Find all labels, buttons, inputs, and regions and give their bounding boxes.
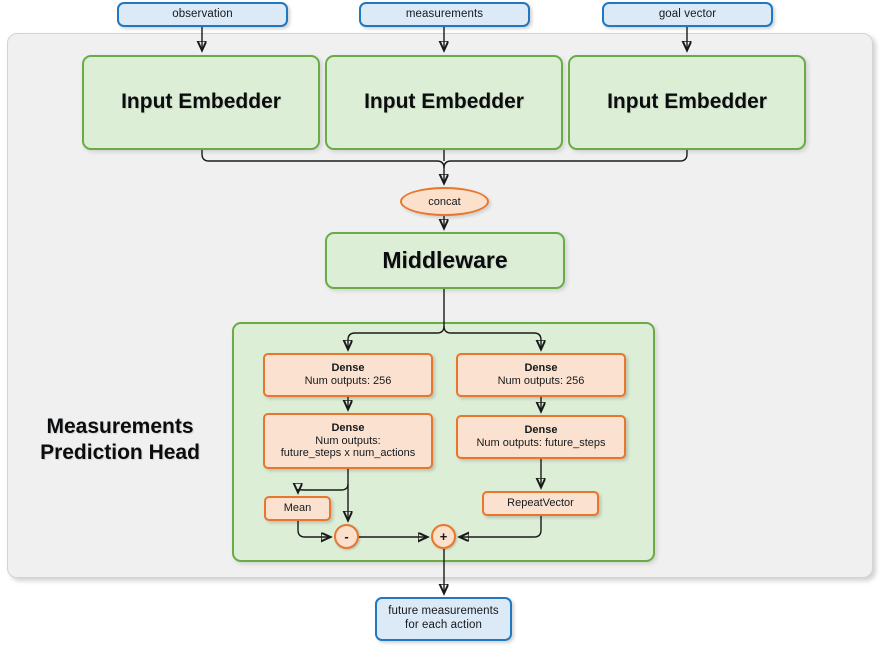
repeat-vector-label: RepeatVector xyxy=(507,497,574,510)
right-dense-256-line2: Num outputs: 256 xyxy=(497,375,585,387)
output-chip-line2: for each action xyxy=(405,619,482,631)
concat-node[interactable]: concat xyxy=(400,187,489,216)
input-embedder-1-label: Input Embedder xyxy=(121,90,281,114)
right-dense-future-steps[interactable]: Dense Num outputs: future_steps xyxy=(456,415,626,459)
add-operator-label: + xyxy=(439,529,448,544)
input-embedder-2-label: Input Embedder xyxy=(364,90,524,114)
head-title-line1: Measurements xyxy=(46,415,194,438)
right-dense2-line2: Num outputs: future_steps xyxy=(476,437,606,449)
input-chip-goal-vector[interactable]: goal vector xyxy=(602,2,773,27)
subtract-operator-label: - xyxy=(344,529,349,544)
concat-label: concat xyxy=(428,195,461,208)
input-embedder-2[interactable]: Input Embedder xyxy=(325,55,563,150)
middleware-label: Middleware xyxy=(382,246,508,273)
subtract-operator[interactable]: - xyxy=(334,524,359,549)
left-dense2-line2: Num outputs: xyxy=(315,434,381,447)
right-dense-256[interactable]: Dense Num outputs: 256 xyxy=(456,353,626,397)
left-dense-256-line1: Dense xyxy=(331,362,365,375)
input-chip-measurements[interactable]: measurements xyxy=(359,2,530,27)
output-chip-line1: future measurements xyxy=(388,605,499,618)
repeat-vector-node[interactable]: RepeatVector xyxy=(482,491,599,516)
input-chip-observation-label: observation xyxy=(172,7,233,20)
mean-node[interactable]: Mean xyxy=(264,496,331,521)
left-dense-256-line2: Num outputs: 256 xyxy=(304,375,392,387)
right-dense-256-line1: Dense xyxy=(524,362,558,375)
measurements-prediction-head-title: Measurements Prediction Head xyxy=(20,414,220,467)
input-chip-measurements-label: measurements xyxy=(405,7,484,20)
left-dense2-line3: future_steps x num_actions xyxy=(280,447,416,460)
add-operator[interactable]: + xyxy=(431,524,456,549)
input-embedder-3-label: Input Embedder xyxy=(607,90,767,114)
input-chip-observation[interactable]: observation xyxy=(117,2,288,27)
left-dense-256[interactable]: Dense Num outputs: 256 xyxy=(263,353,433,397)
left-dense-future-steps-actions[interactable]: Dense Num outputs: future_steps x num_ac… xyxy=(263,413,433,469)
input-embedder-1[interactable]: Input Embedder xyxy=(82,55,320,150)
mean-label: Mean xyxy=(283,502,312,515)
middleware-node[interactable]: Middleware xyxy=(325,232,565,289)
input-chip-goal-vector-label: goal vector xyxy=(658,7,717,20)
output-chip-future-measurements[interactable]: future measurements for each action xyxy=(375,597,512,641)
right-dense2-line1: Dense xyxy=(524,424,558,437)
left-dense2-line1: Dense xyxy=(331,421,365,434)
head-title-line2: Prediction Head xyxy=(40,441,200,465)
input-embedder-3[interactable]: Input Embedder xyxy=(568,55,806,150)
